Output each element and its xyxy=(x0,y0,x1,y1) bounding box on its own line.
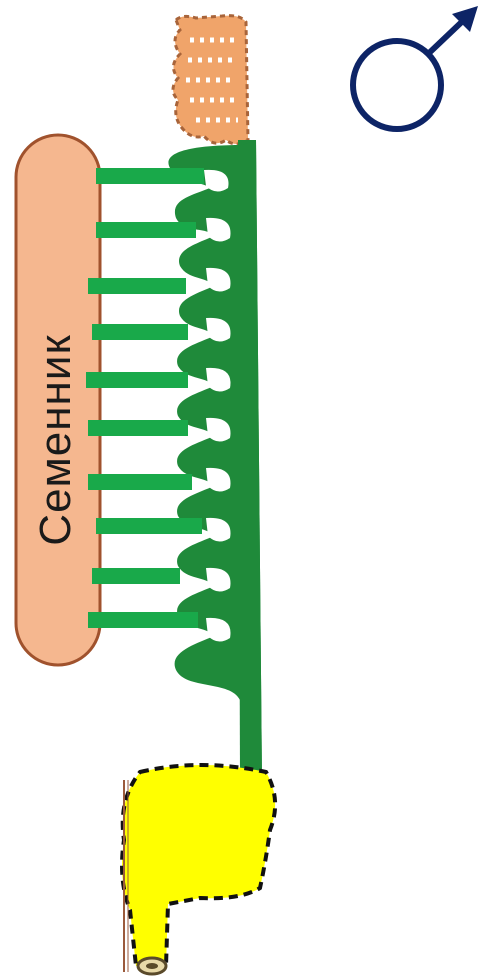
tubule xyxy=(86,372,188,388)
tubule xyxy=(88,474,192,490)
cranial-duct-remnant xyxy=(173,16,248,144)
tubule xyxy=(92,324,188,340)
testis: Семенник xyxy=(16,135,100,665)
tubule xyxy=(96,168,204,184)
mars-icon xyxy=(353,6,478,129)
tubule xyxy=(92,568,180,584)
tubule xyxy=(88,420,188,436)
testis-label: Семенник xyxy=(31,334,80,545)
tubule xyxy=(88,278,186,294)
tubule xyxy=(96,222,196,238)
urogenital-sinus xyxy=(122,765,275,974)
tubule xyxy=(96,518,202,534)
tubule xyxy=(88,612,198,628)
